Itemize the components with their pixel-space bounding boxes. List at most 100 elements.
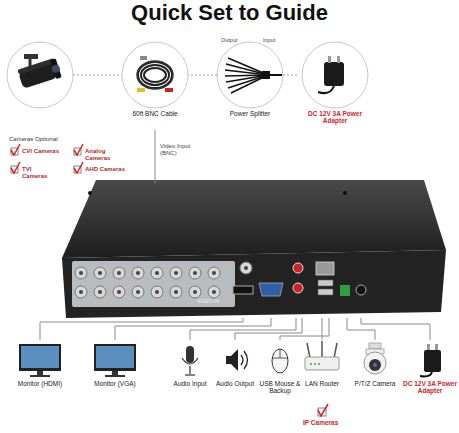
bnc-connectors <box>79 271 83 275</box>
bnc-connectors <box>240 262 252 274</box>
device-node: USB Mouse & Backup <box>253 340 307 408</box>
bnc-connectors <box>212 271 216 275</box>
rear-ports <box>233 286 253 294</box>
text-label: CVI Cameras <box>22 148 59 155</box>
bnc-connectors <box>136 271 140 275</box>
device-node: DC 12V 3A Power Adapter <box>403 340 457 408</box>
bnc-cable-circle <box>165 88 173 92</box>
bnc-connectors <box>193 271 197 275</box>
connector-line <box>40 318 243 340</box>
rear-ports <box>340 285 350 296</box>
power-adapter-icon <box>435 344 438 350</box>
camera-link <box>73 75 122 76</box>
dvr-body <box>62 180 446 258</box>
router-icon <box>318 363 320 365</box>
connector-line <box>235 318 302 340</box>
power-adapter-icon <box>424 350 441 372</box>
power-splitter-circle <box>217 42 283 108</box>
power-adapter-icon <box>420 344 441 377</box>
mouse-icon <box>272 349 288 373</box>
router-icon <box>314 363 316 365</box>
connector-line <box>188 75 217 76</box>
monitor-icon <box>96 346 134 368</box>
rear-ports <box>233 262 366 296</box>
rear-ports <box>259 283 283 296</box>
text-label: AHD Cameras <box>85 166 125 173</box>
monitor-icon <box>37 371 43 375</box>
microphone-icon <box>185 374 195 375</box>
rear-ports <box>318 289 333 295</box>
monitor-icon <box>21 346 59 368</box>
ptz-camera-icon <box>364 343 386 374</box>
monitor-icon <box>94 344 136 371</box>
monitor-icon <box>112 371 118 375</box>
bnc-connectors <box>117 271 121 275</box>
power-adapter-icon <box>420 372 432 377</box>
connector-line <box>361 318 430 340</box>
power-adapter-circle <box>328 56 331 63</box>
router-icon <box>321 341 323 358</box>
power-splitter-circle <box>226 64 268 75</box>
ptz-camera-icon <box>373 363 377 367</box>
bnc-connectors <box>75 267 87 279</box>
node-label: P/T/Z Camera <box>348 380 402 387</box>
bnc-connectors <box>113 267 125 279</box>
speaker-icon <box>241 355 243 365</box>
bnc-connectors <box>117 290 121 294</box>
connector-line <box>155 130 156 183</box>
node-label: USB Mouse & Backup <box>253 380 307 395</box>
bnc-connectors <box>155 271 159 275</box>
power-splitter-circle <box>217 42 283 108</box>
speaker-icon <box>244 351 248 369</box>
power-adapter-icon <box>427 344 430 350</box>
node-label: Power Splitter <box>217 110 283 117</box>
bnc-connectors <box>94 286 106 298</box>
bnc-connectors <box>113 286 125 298</box>
bnc-connectors <box>170 286 182 298</box>
microphone-icon <box>182 358 198 364</box>
camera-circle <box>24 54 38 59</box>
bnc-connectors <box>98 271 102 275</box>
bnc-connectors <box>136 290 140 294</box>
node-label: Monitor (HDMI) <box>13 380 67 387</box>
dvr-body <box>62 180 446 318</box>
camera-circle <box>7 42 73 108</box>
connector-line <box>280 318 322 340</box>
bnc-connectors <box>170 267 182 279</box>
bnc-cable-circle <box>138 62 172 88</box>
monitor-icon <box>30 375 50 377</box>
dvr-body <box>88 191 92 195</box>
bnc-connectors <box>174 290 178 294</box>
cable-node: 60ft BNC Cable <box>122 42 188 130</box>
speaker-icon <box>226 349 248 371</box>
monitor-icon <box>19 344 136 377</box>
bnc-cable-circle <box>141 65 169 85</box>
router-icon <box>307 343 310 358</box>
device-node: P/T/Z Camera <box>348 340 402 408</box>
microphone-icon <box>186 346 194 363</box>
bnc-connectors <box>151 286 163 298</box>
device-node: Audio Input <box>163 340 217 408</box>
adapter-node: DC 12V 3A Power Adapter <box>297 42 373 134</box>
monitor-icon <box>19 344 61 371</box>
mouse-icon <box>272 349 288 373</box>
power-splitter-circle <box>262 71 270 79</box>
bnc-cable-circle <box>137 61 173 89</box>
bnc-connectors <box>98 290 102 294</box>
checkbox <box>318 404 328 416</box>
bnc-connectors <box>151 267 163 279</box>
camera-circle <box>51 64 61 74</box>
node-label: DC 12V 3A Power Adapter <box>297 110 373 125</box>
node-label: LAN Router <box>295 380 349 387</box>
checkbox <box>11 162 20 173</box>
dvr-node: VIDEO IN <box>62 180 445 318</box>
connector-line <box>322 318 329 340</box>
camera-circle <box>7 42 73 108</box>
bnc-cable-circle <box>122 42 188 108</box>
bnc-connectors <box>75 262 252 298</box>
router-icon <box>334 343 337 358</box>
node-label: VIDEO IN <box>180 299 236 305</box>
node-label: 60ft BNC Cable <box>122 110 188 117</box>
